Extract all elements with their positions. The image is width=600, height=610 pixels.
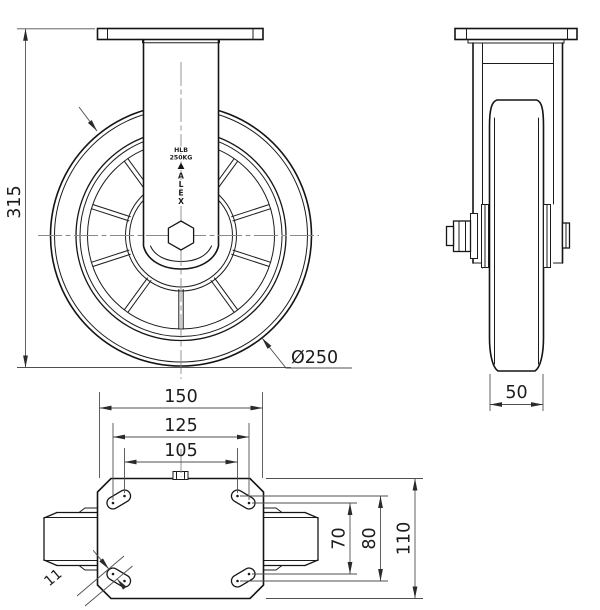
dim-plate-depth: 110 — [266, 478, 423, 599]
dim-bolt-spacing-outer: 125 — [112, 416, 250, 500]
axle-washers — [481, 204, 551, 268]
slot-top-right — [230, 489, 256, 510]
plate-tab — [172, 471, 189, 480]
brand-letter: X — [178, 197, 184, 206]
dim-plate-width: 150 — [99, 387, 263, 478]
top-plate-side — [454, 27, 578, 44]
wheel-side-profile — [488, 99, 545, 372]
plate-width-label: 150 — [164, 387, 197, 407]
dim-bolt-pitch-outer: 80 — [240, 495, 388, 582]
hub-label-line2: 250KG — [170, 155, 193, 162]
slot-bottom-left — [106, 567, 132, 588]
axle-nut — [445, 213, 478, 259]
dim-slot-width: 11 — [41, 550, 133, 607]
dim-tread-width: 50 — [489, 374, 544, 411]
brand-letter: L — [179, 180, 184, 189]
tread-leader-arrow — [78, 106, 98, 132]
brand-letter: A — [178, 172, 184, 181]
bolt-pitch-inner-label: 70 — [330, 527, 350, 549]
plate-depth-label: 110 — [395, 522, 415, 555]
front-view: HLB 250KG A L E X 315 Ø250 — [5, 27, 352, 379]
bolt-spacing-inner-label: 105 — [164, 441, 197, 461]
mounting-plate — [96, 477, 265, 600]
brand-logo-arrow-icon — [177, 162, 185, 169]
hub-branding: HLB 250KG A L E X — [169, 146, 194, 207]
height-dim-label: 315 — [5, 185, 25, 218]
top-plate-front — [96, 27, 264, 44]
dim-wheel-diameter: Ø250 — [261, 337, 352, 369]
dim-overall-height: 315 — [5, 28, 95, 368]
side-view: 50 — [445, 27, 578, 411]
bolt-spacing-outer-label: 125 — [164, 416, 197, 436]
slot-width-label: 11 — [41, 566, 65, 590]
wheel-diameter-label: Ø250 — [291, 348, 338, 368]
bolt-pitch-outer-label: 80 — [360, 527, 380, 549]
slot-top-left — [106, 489, 132, 510]
axle-end — [561, 222, 571, 249]
tread-width-label: 50 — [505, 383, 527, 403]
axle-hex-nut — [167, 220, 195, 251]
bottom-view: 150 125 105 70 80 — [41, 387, 423, 607]
dim-bolt-spacing-inner: 105 — [124, 441, 238, 493]
slot-bottom-right — [230, 567, 256, 588]
hub-label-line1: HLB — [174, 147, 188, 154]
mounting-slots — [106, 489, 256, 588]
brand-letter: E — [178, 189, 183, 198]
dim-bolt-pitch-inner: 70 — [252, 502, 357, 575]
